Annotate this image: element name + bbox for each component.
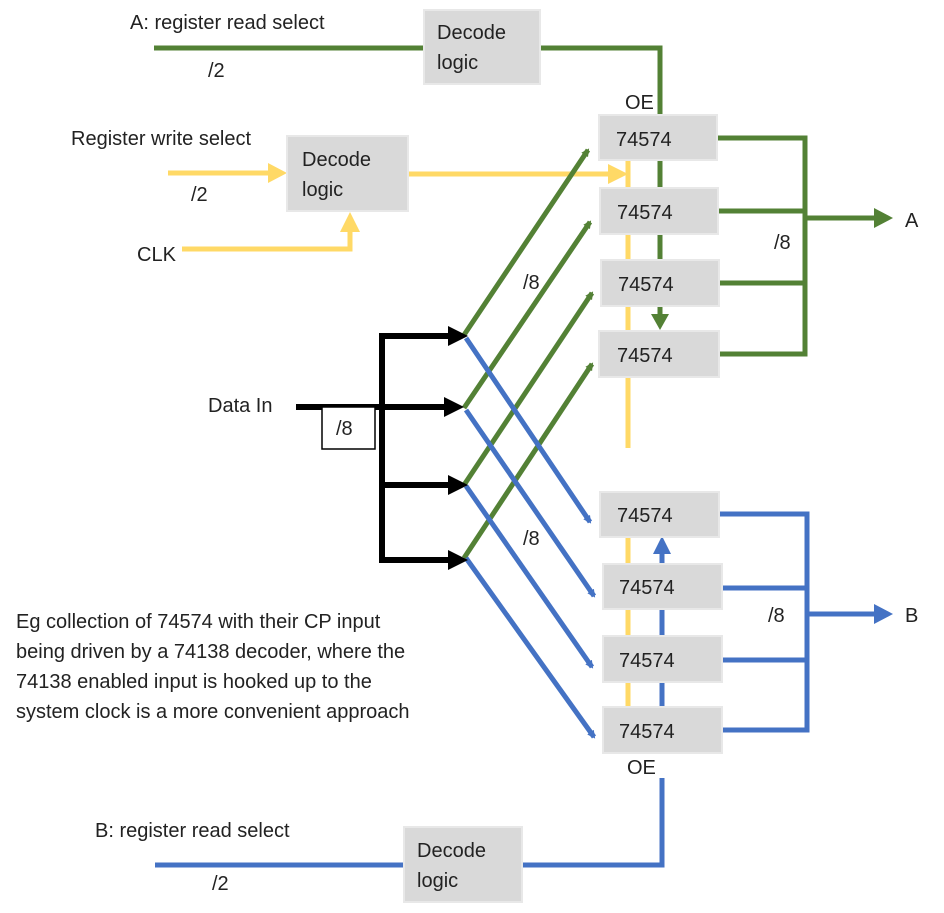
output-b-label: B (905, 605, 918, 627)
decoder-b-line2: logic (417, 870, 458, 892)
register-a-4: 74574 (617, 345, 673, 367)
a-read-width: /2 (208, 60, 225, 82)
oe-b-arrowhead (653, 536, 671, 554)
data-arrowhead-3 (448, 475, 468, 495)
data-arrowhead-2 (444, 397, 464, 417)
data-in-width: /8 (336, 418, 353, 440)
register-a-3: 74574 (618, 274, 674, 296)
a-read-path (154, 45, 893, 560)
data-in-label: Data In (208, 395, 272, 417)
write-select-label: Register write select (71, 128, 252, 150)
blue-bus-width: /8 (523, 528, 540, 550)
decoder-b-line1: Decode (417, 840, 486, 862)
decoder-write: Decode logic (286, 135, 409, 212)
register-b-2: 74574 (619, 577, 675, 599)
data-arrowhead-1 (448, 326, 468, 346)
decoder-a: Decode logic (423, 9, 541, 85)
decoder-a-line1: Decode (437, 22, 506, 44)
output-a-arrowhead (874, 208, 893, 228)
write-select-arrowhead (268, 163, 287, 183)
a-out-width: /8 (774, 232, 791, 254)
decoder-a-line2: logic (437, 52, 478, 74)
b-out-width: /8 (768, 605, 785, 627)
note-line-3: 74138 enabled input is hooked up to the (16, 671, 372, 693)
b-bank: 74574 74574 74574 74574 (599, 491, 723, 754)
note: Eg collection of 74574 with their CP inp… (16, 611, 410, 723)
note-line-2: being driven by a 74138 decoder, where t… (16, 641, 405, 663)
oe-bottom-label: OE (627, 757, 656, 779)
a-bank: 74574 74574 74574 74574 (598, 114, 720, 378)
register-b-4: 74574 (619, 721, 675, 743)
data-arrowhead-4 (448, 550, 468, 570)
data-in-width-box (321, 406, 376, 450)
write-select-width: /2 (191, 184, 208, 206)
b-read-path (155, 336, 893, 868)
note-line-4: system clock is a more convenient approa… (16, 701, 410, 723)
decoder-write-line2: logic (302, 179, 343, 201)
decoder-write-line1: Decode (302, 149, 371, 171)
register-b-1: 74574 (617, 505, 673, 527)
b-read-select-label: B: register read select (95, 820, 290, 842)
note-line-1: Eg collection of 74574 with their CP inp… (16, 611, 381, 633)
clk-label: CLK (137, 244, 177, 266)
b-read-width: /2 (212, 873, 229, 895)
oe-a-arrowhead (651, 314, 669, 330)
output-b-arrowhead (874, 604, 893, 624)
output-a-label: A (905, 210, 919, 232)
a-read-select-label: A: register read select (130, 12, 325, 34)
write-decode-arrowhead (608, 164, 628, 184)
decoder-b: Decode logic (403, 826, 523, 903)
oe-top-label: OE (625, 92, 654, 114)
register-a-2: 74574 (617, 202, 673, 224)
register-a-1: 74574 (616, 129, 672, 151)
clk-arrowhead (340, 212, 360, 232)
register-b-3: 74574 (619, 650, 675, 672)
green-bus-width: /8 (523, 272, 540, 294)
